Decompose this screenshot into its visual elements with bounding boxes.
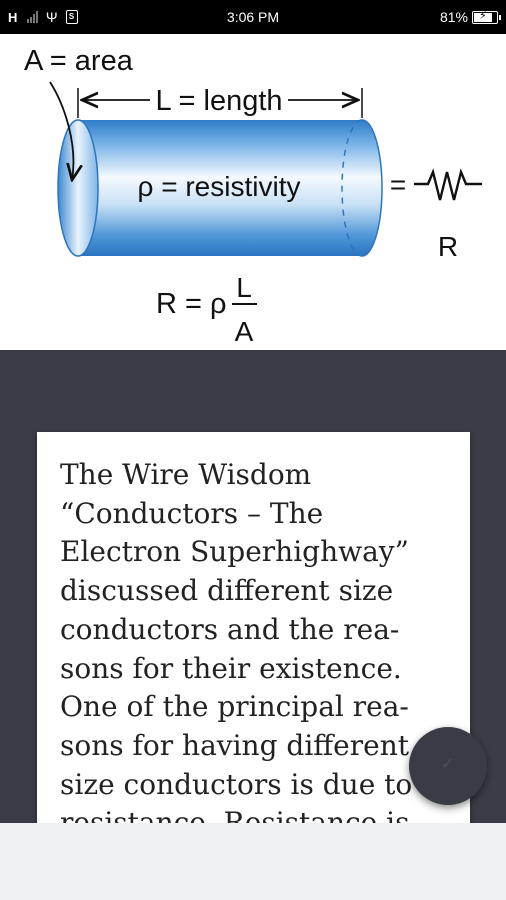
resistance-diagram: L = length A = area ρ = resistivity = R …: [0, 34, 506, 350]
area-pointer: [49, 81, 73, 180]
clock: 3:06 PM: [226, 9, 280, 25]
formula-lhs: R = ρ: [156, 288, 227, 320]
article-card: The Wire Wisdom “Conductors – The Electr…: [37, 432, 470, 832]
bottom-panel: [0, 823, 506, 900]
screenshot-icon: S: [65, 10, 78, 24]
equals-sign: =: [390, 169, 406, 200]
check-icon: ✓: [441, 756, 455, 773]
status-bar: H Ψ S 3:06 PM 81% ⚡: [0, 0, 506, 34]
status-left: H Ψ S: [8, 9, 78, 25]
status-right: 81% ⚡: [439, 9, 501, 25]
formula-denominator: A: [235, 316, 254, 347]
resistor-label: R: [438, 231, 458, 262]
network-type: H: [8, 9, 18, 25]
wire-cylinder: [57, 119, 383, 257]
article-text: The Wire Wisdom “Conductors – The Electr…: [60, 458, 413, 832]
formula-numerator: L: [236, 272, 252, 303]
battery-charging-icon: ⚡: [472, 10, 501, 24]
usb-icon: Ψ: [45, 9, 58, 25]
floating-action-button[interactable]: ✓: [409, 727, 487, 805]
area-label: A = area: [24, 45, 134, 77]
signal-icon: [26, 11, 38, 23]
diagram-svg: L = length A = area ρ = resistivity = R …: [24, 45, 482, 347]
resistivity-label: ρ = resistivity: [138, 171, 301, 202]
battery-percent: 81%: [439, 9, 468, 25]
resistor-symbol-icon: [414, 168, 482, 201]
length-label: L = length: [155, 85, 282, 117]
